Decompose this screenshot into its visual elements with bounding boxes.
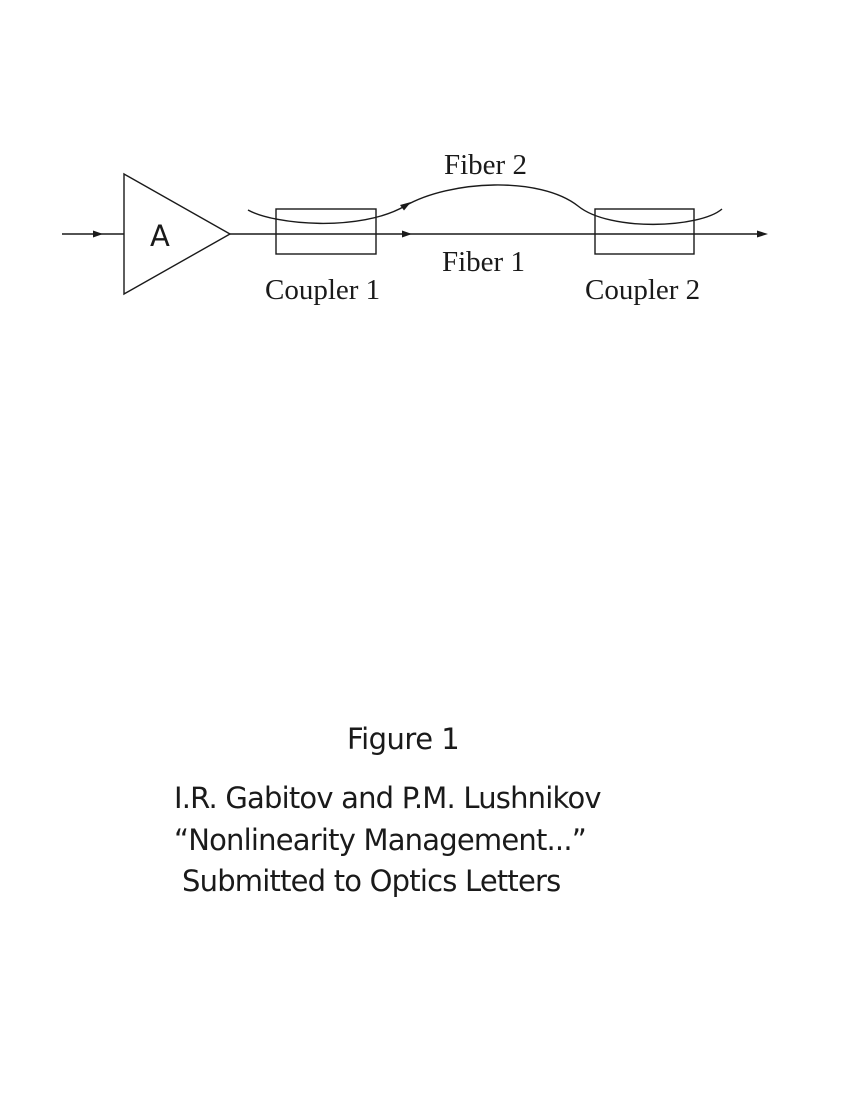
output-arrow-icon	[757, 230, 768, 238]
figure-title: Figure 1	[347, 722, 460, 756]
fiber-2-arrow-icon	[400, 202, 411, 211]
amplifier-triangle	[123, 172, 232, 296]
coupler-1-label: Coupler 1	[265, 274, 380, 306]
caption-paper-title: “Nonlinearity Management...”	[174, 823, 587, 857]
coupler-2-label: Coupler 2	[585, 274, 700, 306]
fiber-1-arrow-icon	[402, 230, 412, 238]
coupler-1-box	[275, 208, 377, 255]
input-arrow-icon	[93, 230, 103, 238]
fiber-2-curve	[247, 184, 723, 226]
amplifier-label: A	[150, 219, 170, 253]
caption-authors: I.R. Gabitov and P.M. Lushnikov	[174, 781, 602, 815]
fiber-1-label: Fiber 1	[442, 246, 525, 278]
caption-submission: Submitted to Optics Letters	[182, 864, 561, 898]
coupler-2-box	[594, 208, 695, 255]
fiber-2-label: Fiber 2	[444, 149, 527, 181]
